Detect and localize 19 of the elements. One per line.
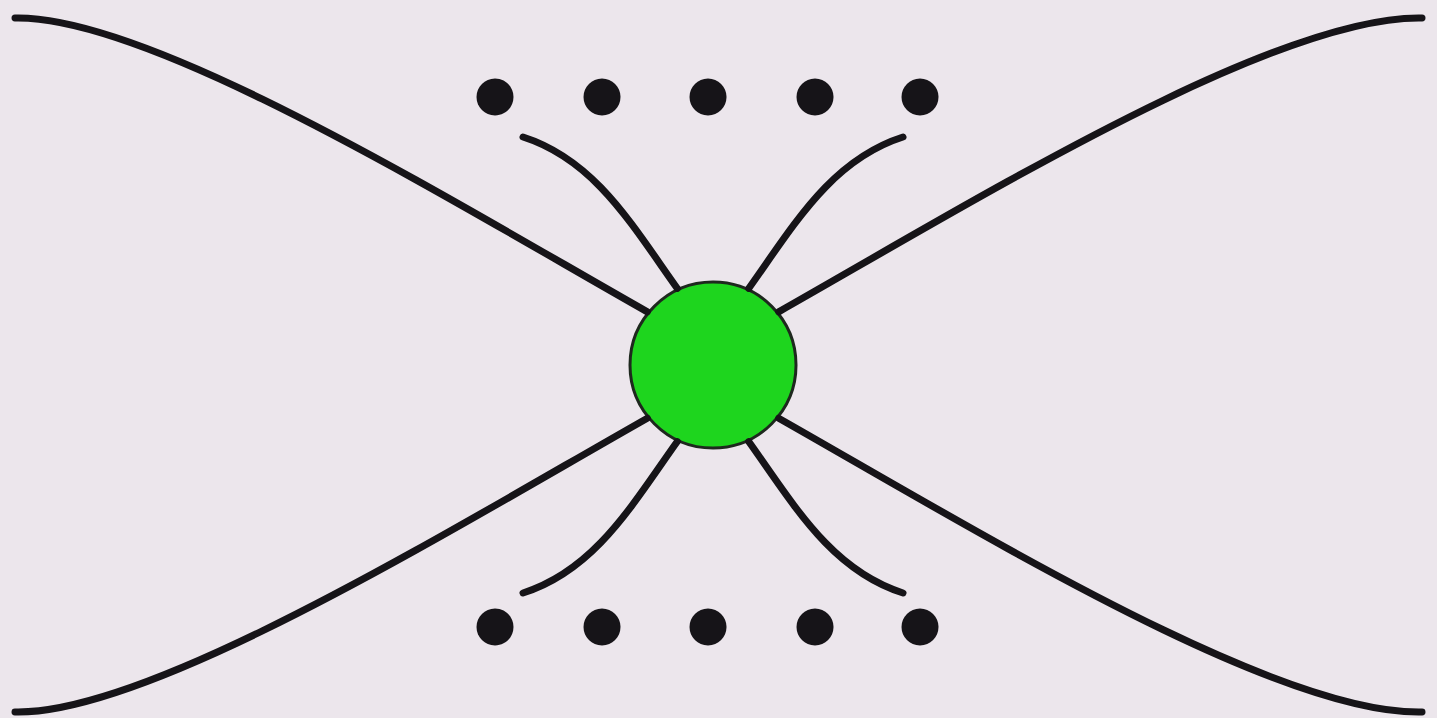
dot [796,608,834,646]
curved-line [775,14,1426,316]
dot [583,608,621,646]
dot [583,78,621,116]
curved-line [11,14,651,316]
dot [476,608,514,646]
dot [689,608,727,646]
dot [689,78,727,116]
curved-line [11,414,651,716]
curved-line [519,133,681,292]
curved-line [519,438,681,597]
dot [476,78,514,116]
circle [628,280,798,450]
dot [901,78,939,116]
dot [796,78,834,116]
curved-line [745,133,907,292]
curved-line [775,414,1426,716]
dot [901,608,939,646]
curved-line [745,438,907,597]
